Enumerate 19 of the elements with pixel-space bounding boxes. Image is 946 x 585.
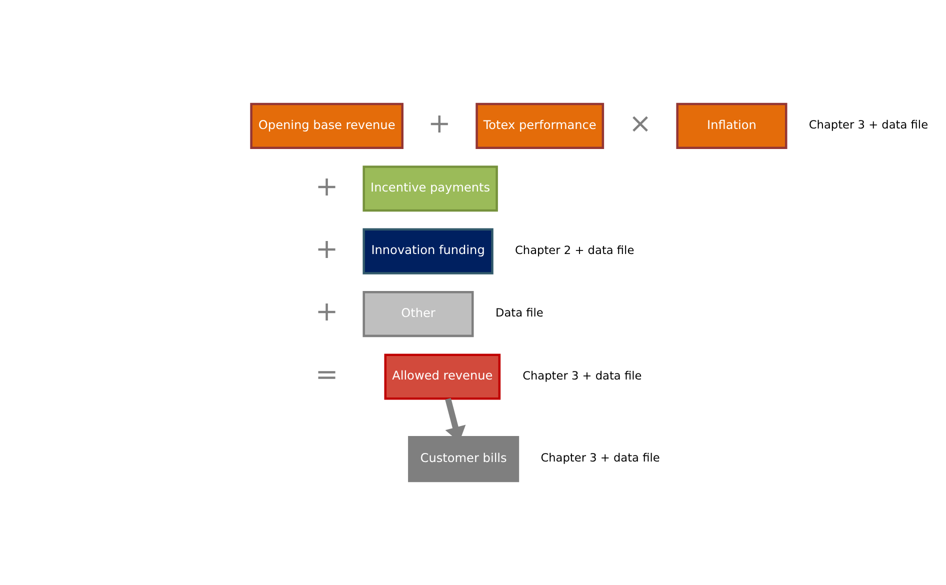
label: Chapter 2 + data file [515, 242, 634, 257]
node-box: Totex performance [476, 102, 604, 149]
node-label: Chapter 3 + data file [540, 450, 660, 465]
node-box: Incentive payments [362, 166, 498, 212]
node-box: Customer bills [408, 436, 520, 482]
node-label: Chapter 3 + data file [522, 368, 642, 382]
label: × [628, 108, 652, 140]
label: + [428, 108, 451, 140]
node-label: Chapter 3 + data file [808, 118, 928, 132]
label: = [315, 359, 338, 390]
label: + [315, 171, 338, 202]
node-box: Allowed revenue [384, 354, 501, 400]
node-label: Data file [496, 306, 544, 320]
node-box: Other [362, 290, 474, 338]
label: + [315, 234, 338, 265]
node-box: Opening base revenue [250, 102, 404, 149]
node-box: Innovation funding [362, 228, 494, 274]
label: + [315, 296, 338, 328]
node-box: Inflation [676, 102, 788, 149]
